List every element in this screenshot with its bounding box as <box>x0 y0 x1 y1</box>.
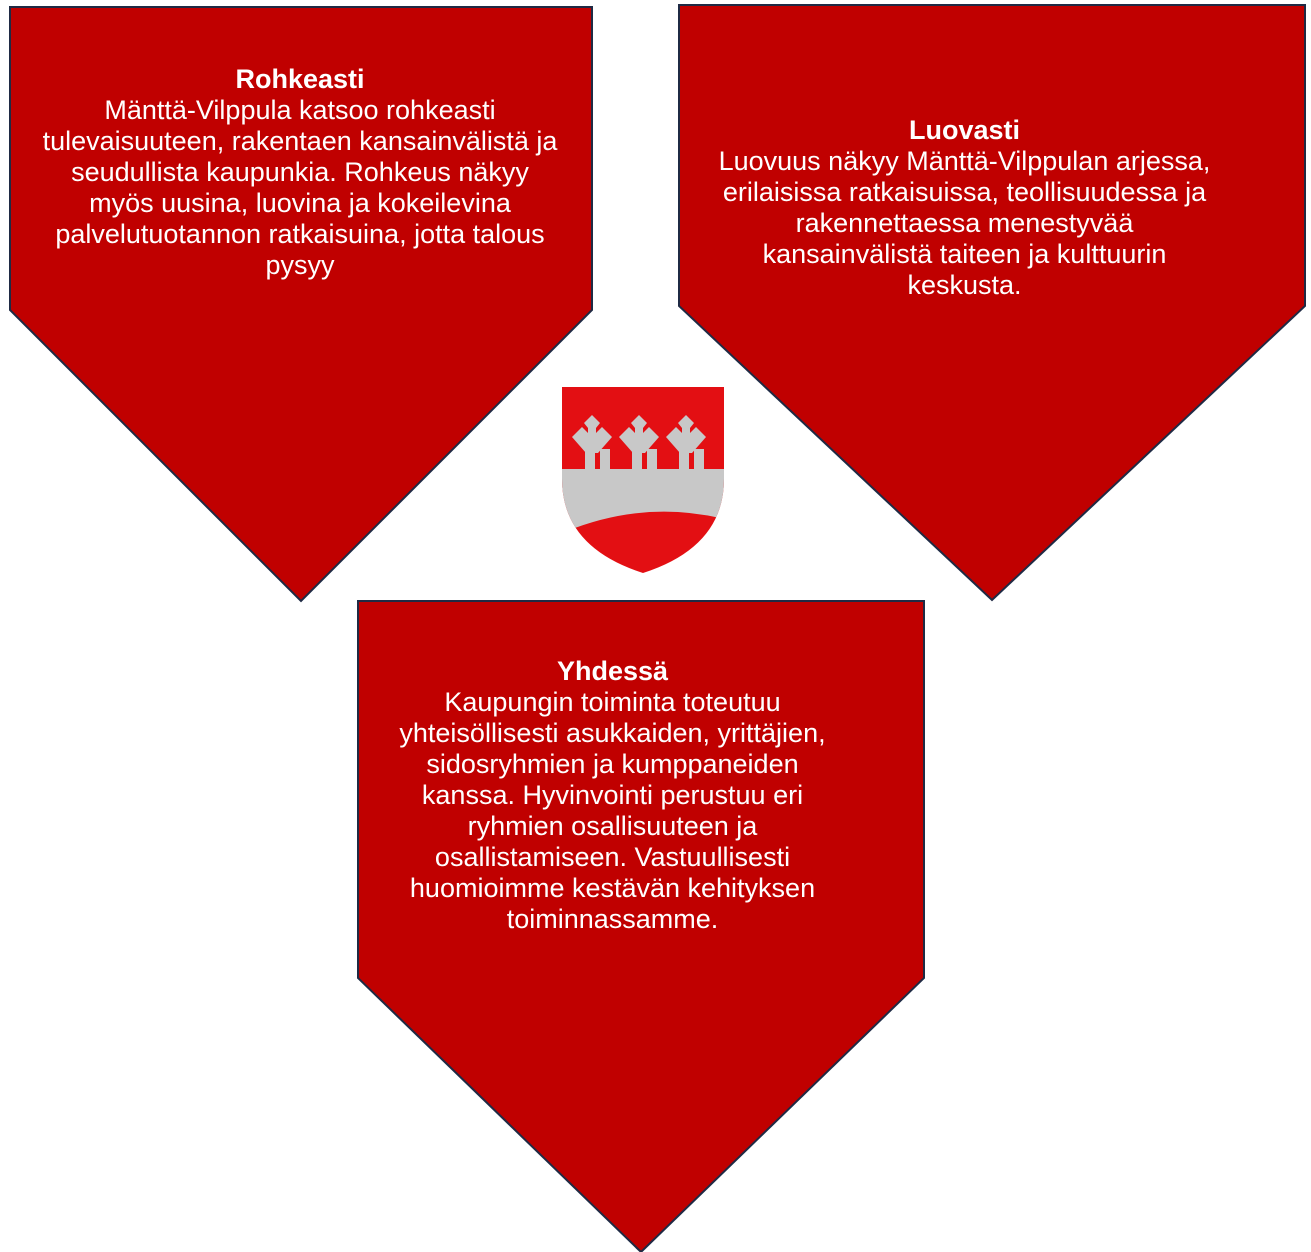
card-title-rohkeasti: Rohkeasti <box>235 64 365 94</box>
card-title-yhdessa: Yhdessä <box>556 656 669 686</box>
pentagon-rohkeasti <box>9 6 593 603</box>
coat-of-arms-icon <box>562 387 724 573</box>
card-yhdessa: Yhdessä Kaupungin toiminta toteutuu yhte… <box>395 656 830 935</box>
card-body-rohkeasti: Mänttä-Vilppula katsoo rohkeasti tulevai… <box>42 95 558 280</box>
card-luovasti: Luovasti Luovuus näkyy Mänttä-Vilppulan … <box>712 115 1217 301</box>
card-body-yhdessa: Kaupungin toiminta toteutuu yhteisöllise… <box>399 687 826 934</box>
card-title-luovasti: Luovasti <box>908 115 1021 145</box>
pentagon-luovasti <box>678 4 1306 602</box>
card-body-luovasti: Luovuus näkyy Mänttä-Vilppulan arjessa, … <box>718 146 1211 300</box>
pentagon-yhdessa <box>357 600 925 1252</box>
card-rohkeasti: Rohkeasti Mänttä-Vilppula katsoo rohkeas… <box>40 64 560 281</box>
